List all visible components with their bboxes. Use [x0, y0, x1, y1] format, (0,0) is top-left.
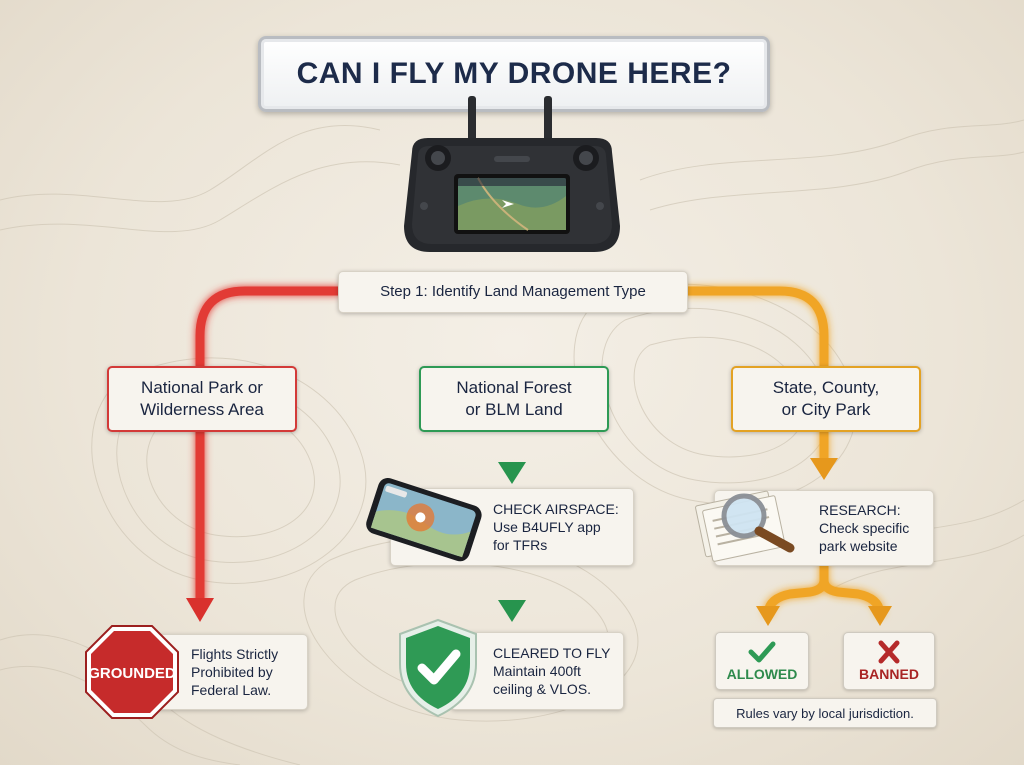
grounded-line1: Flights Strictly — [191, 646, 279, 662]
state-park-line2: or City Park — [781, 400, 871, 419]
national-park-line2: Wilderness Area — [140, 400, 264, 419]
smartphone-map-icon — [366, 477, 482, 562]
allowed-label: ALLOWED — [726, 666, 798, 682]
grounded-line3: Federal Law. — [191, 682, 272, 698]
page-title: CAN I FLY MY DRONE HERE? — [296, 57, 732, 90]
drone-remote-controller-icon — [404, 96, 620, 252]
red-connector — [195, 286, 343, 605]
cleared-line1: CLEARED TO FLY — [493, 645, 611, 661]
research-line3: park website — [819, 538, 898, 554]
grounded-box: Flights Strictly Prohibited by Federal L… — [150, 634, 308, 710]
orange-arrowhead-3 — [868, 606, 892, 626]
stop-sign-icon: GROUNDED — [85, 625, 179, 719]
national-forest-box: National Forest or BLM Land — [419, 366, 609, 432]
national-park-box: National Park or Wilderness Area — [107, 366, 297, 432]
state-park-box: State, County, or City Park — [731, 366, 921, 432]
state-park-line1: State, County, — [772, 378, 880, 397]
jurisdiction-note: Rules vary by local jurisdiction. — [713, 698, 937, 728]
green-arrowhead-2 — [498, 600, 526, 622]
national-forest-line2: or BLM Land — [465, 400, 563, 419]
check-airspace-line2: Use B4UFLY app — [493, 519, 601, 535]
research-line1: RESEARCH: — [819, 502, 901, 518]
x-mark-icon — [878, 640, 900, 664]
orange-arrowhead-1 — [810, 458, 838, 480]
cleared-box: CLEARED TO FLY Maintain 400ft ceiling & … — [450, 632, 624, 710]
cleared-line3: ceiling & VLOS. — [493, 681, 592, 697]
shield-check-icon — [399, 618, 477, 718]
checkmark-icon — [748, 641, 776, 663]
step1-label: Step 1: Identify Land Management Type — [380, 283, 646, 300]
allowed-box: ALLOWED — [715, 632, 809, 690]
check-airspace-line1: CHECK AIRSPACE: — [493, 501, 619, 517]
red-arrowhead — [186, 598, 214, 622]
research-line2: Check specific — [819, 520, 910, 536]
national-forest-line1: National Forest — [456, 378, 572, 397]
orange-arrowhead-2 — [756, 606, 780, 626]
step1-box: Step 1: Identify Land Management Type — [338, 271, 688, 313]
national-park-line1: National Park or — [141, 378, 263, 397]
grounded-line2: Prohibited by — [191, 664, 273, 680]
magnifier-document-icon — [695, 490, 795, 562]
cleared-line2: Maintain 400ft — [493, 663, 581, 679]
green-arrowhead-1 — [498, 462, 526, 484]
grounded-sign-text: GROUNDED — [88, 665, 176, 682]
banned-label: BANNED — [859, 666, 919, 682]
orange-connector — [681, 286, 885, 617]
title-banner: CAN I FLY MY DRONE HERE? — [258, 36, 770, 112]
banned-box: BANNED — [843, 632, 935, 690]
check-airspace-line3: for TFRs — [493, 537, 548, 553]
